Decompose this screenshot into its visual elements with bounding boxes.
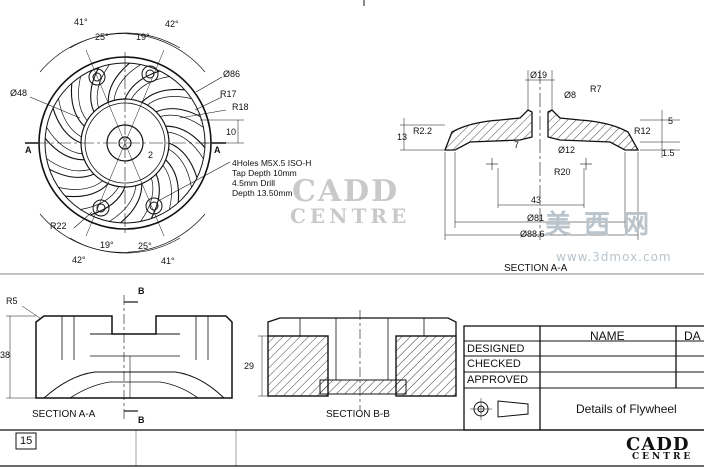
fin-curve bbox=[58, 180, 103, 190]
dim-5: 5 bbox=[668, 116, 674, 126]
section-mark-right: A bbox=[214, 145, 221, 155]
fin-curve bbox=[113, 64, 141, 101]
fin-curve bbox=[70, 83, 85, 127]
section-mark-left: A bbox=[25, 145, 32, 155]
fin-curve bbox=[168, 148, 192, 188]
fin-curve bbox=[80, 186, 120, 210]
fin-curve bbox=[90, 186, 126, 216]
dim-r18: R18 bbox=[232, 102, 249, 112]
fin-curve bbox=[46, 158, 90, 172]
dim-d81: Ø81 bbox=[527, 213, 545, 223]
title-block-checked: CHECKED bbox=[467, 358, 521, 370]
fin-curve bbox=[52, 108, 82, 144]
dim-r17: R17 bbox=[220, 89, 237, 99]
watermark-cadd: CADD bbox=[292, 174, 400, 209]
fin-curve bbox=[124, 70, 160, 100]
title-block-name-header: NAME bbox=[590, 329, 625, 343]
drawing-title: Details of Flywheel bbox=[576, 402, 677, 416]
angle-top-3: 19° bbox=[136, 32, 150, 42]
dim-r7: R7 bbox=[590, 84, 602, 94]
dim-dia-86: Ø86 bbox=[223, 69, 241, 79]
front-view-geometry bbox=[25, 32, 244, 254]
section-aa-side-geometry bbox=[6, 295, 233, 420]
dim-r22: R22 bbox=[50, 221, 67, 231]
section-aa-left-label: SECTION A-A bbox=[32, 409, 96, 420]
hole-note-line-3: 4.5mm Drill bbox=[232, 178, 275, 188]
section-aa-right-label: SECTION A-A bbox=[504, 263, 568, 274]
dim-38: 38 bbox=[0, 350, 11, 360]
fin-curve bbox=[58, 98, 82, 138]
hole-note-line-1: 4Holes M5X.5 ISO-H bbox=[232, 158, 312, 168]
fin-curve bbox=[130, 76, 170, 100]
fin-curve bbox=[155, 108, 201, 118]
fin-curve bbox=[160, 114, 204, 128]
dim-d12: Ø12 bbox=[558, 145, 576, 155]
fin-curve bbox=[141, 88, 185, 103]
sheet-number: 15 bbox=[20, 435, 33, 447]
angle-bottom-4: 41° bbox=[161, 256, 175, 266]
angle-bottom-2: 25° bbox=[138, 241, 152, 251]
fin-curve bbox=[96, 64, 110, 108]
dim-d88-6: Ø88.6 bbox=[520, 229, 545, 239]
fin-curve bbox=[162, 165, 172, 210]
angle-bottom-3: 42° bbox=[72, 255, 86, 265]
section-aa-profile-geometry bbox=[400, 70, 680, 240]
dim-13: 13 bbox=[397, 132, 408, 142]
angle-top-4: 42° bbox=[165, 19, 179, 29]
title-block-designed: DESIGNED bbox=[467, 343, 525, 355]
brand-logo-cadd: CADD bbox=[626, 434, 690, 455]
dim-7: 7 bbox=[514, 140, 520, 150]
cut-mark-b-bottom: B bbox=[138, 415, 145, 425]
hole-note-line-4: Depth 13.50mm bbox=[232, 188, 293, 198]
fin-curve bbox=[78, 76, 88, 121]
fin-curve bbox=[44, 138, 85, 161]
title-block-grid bbox=[463, 325, 704, 431]
watermark-centre: CENTRE bbox=[290, 204, 411, 228]
dim-dia-48: Ø48 bbox=[10, 88, 28, 98]
fin-curve bbox=[120, 183, 143, 224]
angle-bottom-1: 19° bbox=[100, 240, 114, 250]
dim-2: 2 bbox=[148, 150, 154, 160]
fin-curve bbox=[65, 183, 109, 198]
dim-d19: Ø19 bbox=[530, 70, 548, 80]
fin-curve bbox=[107, 62, 130, 103]
dim-10: 10 bbox=[226, 127, 237, 137]
brand-logo-centre: CENTRE bbox=[632, 452, 694, 462]
fin-curve bbox=[90, 67, 100, 113]
fin-curve bbox=[165, 159, 180, 203]
dim-r2-2: R2.2 bbox=[413, 126, 433, 136]
hole-note-line-2: Tap Depth 10mm bbox=[232, 168, 297, 178]
fin-curve bbox=[165, 125, 206, 148]
fin-curve bbox=[140, 178, 154, 222]
cut-mark-b-top: B bbox=[138, 286, 145, 296]
hole-note: 4Holes M5X.5 ISO-H Tap Depth 10mm 4.5mm … bbox=[232, 158, 311, 198]
fin-curve bbox=[109, 185, 137, 222]
angle-top-1: 41° bbox=[74, 17, 88, 27]
fin-curve bbox=[147, 96, 192, 106]
dim-r20: R20 bbox=[554, 167, 571, 177]
fin-curve bbox=[167, 131, 204, 159]
fin-curve bbox=[168, 142, 198, 178]
dim-1-5: 1.5 bbox=[662, 148, 675, 158]
dim-r12: R12 bbox=[634, 126, 651, 136]
dim-r5: R5 bbox=[6, 296, 18, 306]
section-bb-label: SECTION B-B bbox=[326, 409, 390, 420]
title-block-approved: APPROVED bbox=[467, 374, 529, 386]
dim-43: 43 bbox=[531, 195, 542, 205]
dim-29: 29 bbox=[244, 361, 255, 371]
angle-top-2: 25° bbox=[95, 32, 109, 42]
dim-d8: Ø8 bbox=[564, 90, 577, 100]
section-bb-geometry bbox=[258, 310, 457, 410]
fin-curve bbox=[46, 127, 83, 155]
watermark-site-cn: 美 西 网 bbox=[545, 210, 652, 240]
fin-curve bbox=[49, 168, 95, 178]
watermark-site: www.3dmox.com bbox=[556, 250, 672, 264]
title-block-date-header: DA bbox=[684, 329, 701, 343]
